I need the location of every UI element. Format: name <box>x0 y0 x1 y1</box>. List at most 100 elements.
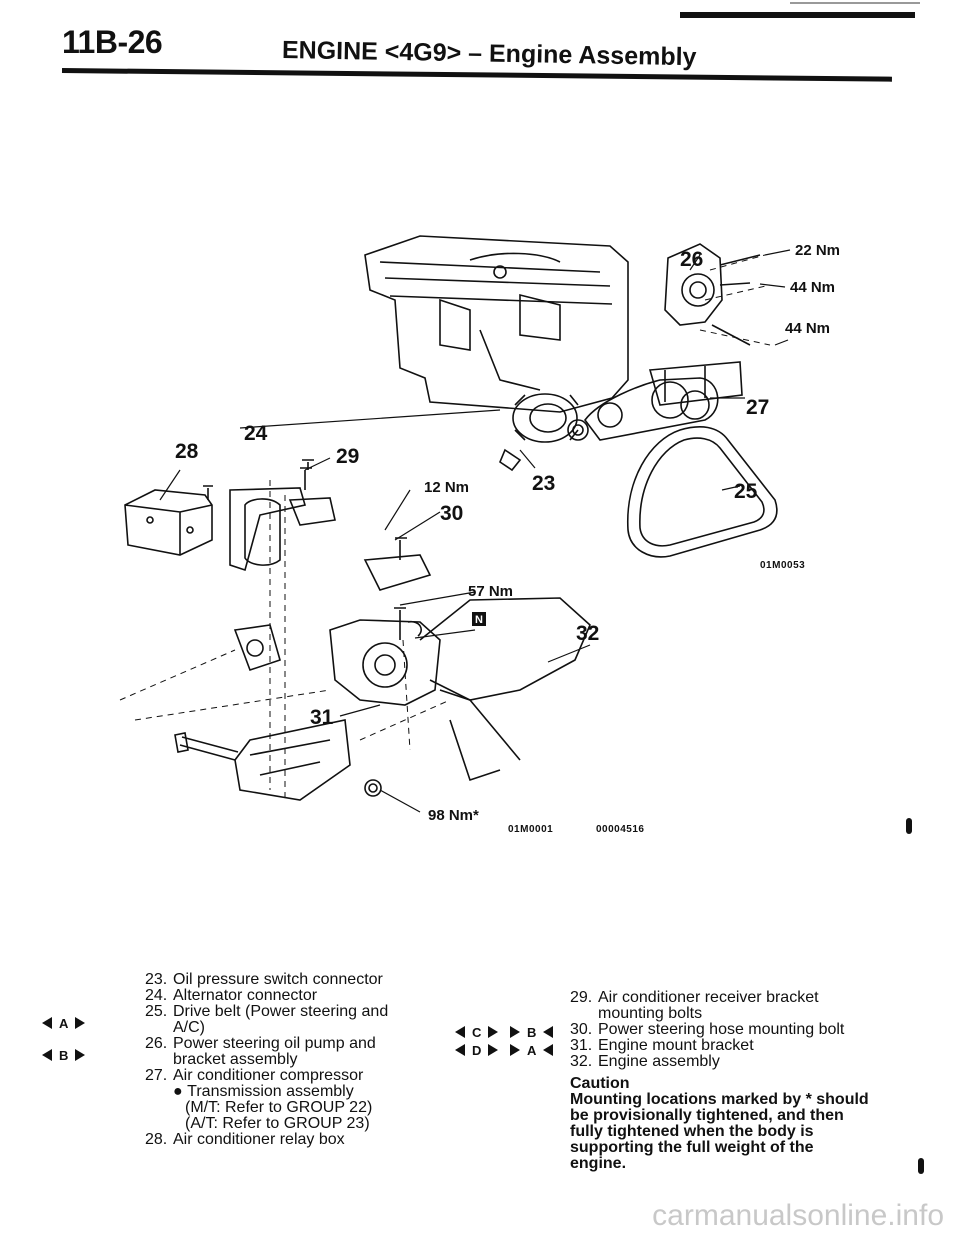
op-mark-a: A <box>42 1015 86 1031</box>
item-number: 25. <box>145 1003 168 1020</box>
bullet-line: (A/T: Refer to GROUP 23) <box>185 1115 370 1132</box>
legend-item: 25. Drive belt (Power steering and <box>145 1004 415 1020</box>
callout-27: 27 <box>746 396 769 419</box>
item-text: Power steering oil pump and <box>173 1035 376 1052</box>
callout-26: 26 <box>680 248 703 271</box>
callout-29: 29 <box>336 445 359 468</box>
torque-98nm: 98 Nm* <box>428 807 479 824</box>
guide-lines <box>119 254 771 800</box>
op-letter: B <box>59 1047 69 1063</box>
arrow-right-icon <box>488 1044 499 1056</box>
op-letter: D <box>472 1042 482 1058</box>
torque-12nm: 12 Nm <box>424 479 469 496</box>
arrow-left-icon <box>455 1026 465 1038</box>
item-text-continued: mounting bolts <box>598 1005 703 1022</box>
arrow-left-icon <box>42 1017 52 1029</box>
item-number: 28. <box>145 1131 168 1148</box>
legend-item: 28. Air conditioner relay box <box>145 1132 415 1148</box>
legend-right: 29. Air conditioner receiver bracket mou… <box>570 990 870 1172</box>
arrow-left-icon <box>543 1044 554 1056</box>
item-text: Alternator connector <box>173 987 318 1004</box>
callout-25: 25 <box>734 480 758 503</box>
item-number: 30. <box>570 1021 593 1038</box>
op-mark-a-right: A <box>510 1042 554 1058</box>
op-mark-b: B <box>42 1047 86 1063</box>
item-number: 29. <box>570 989 593 1006</box>
figure-code-lower-b: 00004516 <box>596 824 645 835</box>
item-text: Oil pressure switch connector <box>173 971 383 988</box>
arrow-right-icon <box>510 1026 520 1038</box>
watermark: carmanualsonline.info <box>652 1199 944 1232</box>
callout-30: 30 <box>440 502 463 525</box>
caution-title: Caution <box>570 1075 630 1092</box>
bullet-icon: ● <box>173 1083 183 1100</box>
item-number: 31. <box>570 1037 593 1054</box>
bullet-text: Transmission assembly <box>187 1083 354 1100</box>
item-text: Air conditioner compressor <box>173 1067 364 1084</box>
leader-lines <box>159 249 791 813</box>
item-text: Air conditioner relay box <box>173 1131 345 1148</box>
torque-44nm-lower: 44 Nm <box>785 320 830 337</box>
op-letter: C <box>472 1024 482 1040</box>
op-mark-d: D <box>455 1042 499 1058</box>
callout-23: 23 <box>532 472 555 495</box>
header-faint-line <box>790 2 920 4</box>
margin-mark-lower <box>918 1158 924 1174</box>
op-letter: A <box>527 1042 537 1058</box>
torque-44nm-upper: 44 Nm <box>790 279 835 296</box>
arrow-right-icon <box>488 1026 499 1038</box>
legend-item: 23. Oil pressure switch connector <box>145 972 415 988</box>
item-number: 26. <box>145 1035 168 1052</box>
item-text: Engine mount bracket <box>598 1037 754 1054</box>
op-letter: A <box>59 1015 69 1031</box>
legend-item: 31. Engine mount bracket <box>570 1038 870 1054</box>
item-text: Power steering hose mounting bolt <box>598 1021 845 1038</box>
torque-22nm: 22 Nm <box>795 242 840 259</box>
op-letter: B <box>527 1024 537 1040</box>
legend-item: 24. Alternator connector <box>145 988 415 1004</box>
legend-item: 26. Power steering oil pump and <box>145 1036 415 1052</box>
op-mark-c: C <box>455 1024 499 1040</box>
figure-code-lower-a: 01M0001 <box>508 824 553 835</box>
legend-item: 27. Air conditioner compressor <box>145 1068 415 1084</box>
marker-n-box <box>472 612 486 626</box>
item-text: Drive belt (Power steering and <box>173 1003 389 1020</box>
arrow-right-icon <box>75 1049 86 1061</box>
arrow-left-icon <box>455 1044 465 1056</box>
caution-text: Mounting locations marked by * should be… <box>570 1091 869 1172</box>
item-number: 24. <box>145 987 168 1004</box>
arrow-right-icon <box>510 1044 520 1056</box>
page-number: 11B-26 <box>62 24 163 60</box>
margin-mark-upper <box>906 818 912 834</box>
header-top-bar <box>680 12 915 18</box>
item-number: 27. <box>145 1067 168 1084</box>
torque-57nm: 57 Nm <box>468 583 513 600</box>
arrow-left-icon <box>42 1049 52 1061</box>
header-rule <box>61 68 892 82</box>
arrow-left-icon <box>543 1026 554 1038</box>
legend-item: 32. Engine assembly <box>570 1054 870 1070</box>
callout-32: 32 <box>576 622 599 645</box>
legend-item: 29. Air conditioner receiver bracket <box>570 990 870 1006</box>
page-title: ENGINE <4G9> – Engine Assembly <box>281 36 697 72</box>
marker-n: N <box>475 614 483 626</box>
item-text: Engine assembly <box>598 1053 720 1070</box>
item-text: Air conditioner receiver bracket <box>598 989 819 1006</box>
callout-24: 24 <box>244 422 268 445</box>
item-text-continued: bracket assembly <box>173 1051 298 1068</box>
arrow-right-icon <box>75 1017 86 1029</box>
callout-28: 28 <box>175 440 199 463</box>
op-mark-b-right: B <box>510 1024 554 1040</box>
legend-item: 30. Power steering hose mounting bolt <box>570 1022 870 1038</box>
callout-31: 31 <box>310 706 334 729</box>
item-number: 32. <box>570 1053 593 1070</box>
item-text-continued: A/C) <box>173 1019 205 1036</box>
item-number: 23. <box>145 971 168 988</box>
engine-line-art <box>124 235 778 801</box>
engine-assembly-diagram: N 26 27 25 24 23 29 28 30 32 31 22 Nm 44… <box>119 235 840 835</box>
legend-left: 23. Oil pressure switch connector 24. Al… <box>145 972 415 1148</box>
bullet-line: (M/T: Refer to GROUP 22) <box>185 1099 373 1116</box>
figure-code-upper: 01M0053 <box>760 560 805 571</box>
bullet-item: ● Transmission assembly <box>145 1084 415 1100</box>
